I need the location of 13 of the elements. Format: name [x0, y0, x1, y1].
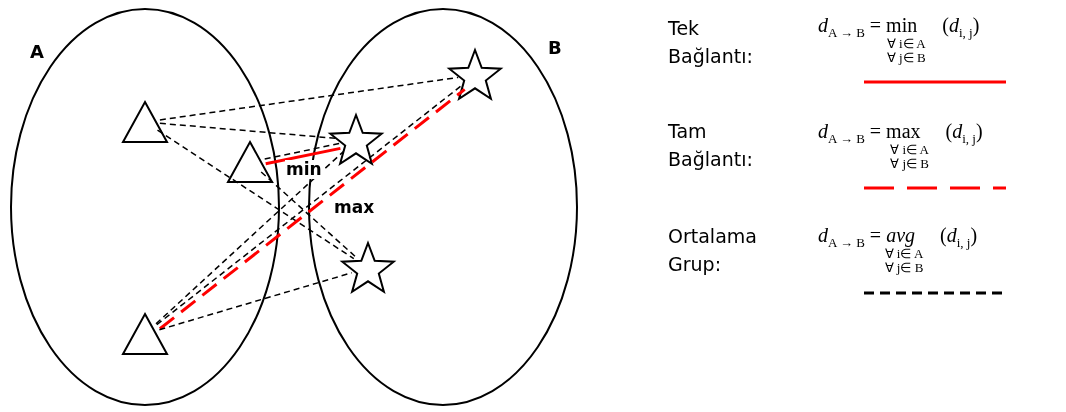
dashed-line — [155, 150, 345, 325]
legend-text: Ortalama Grup: — [668, 224, 758, 277]
dashed-line — [263, 142, 341, 160]
edge-label: min — [285, 160, 323, 179]
dashed-line — [156, 129, 355, 260]
group-label: B — [548, 38, 562, 58]
dashed-line — [260, 171, 357, 258]
dashed-line — [159, 76, 459, 121]
dashed-line — [158, 272, 353, 331]
group-label: A — [30, 42, 44, 62]
legend-text: Tek Bağlantı: — [668, 16, 754, 69]
legend-text: Tam Bağlantı: — [668, 119, 754, 172]
solid-line — [265, 146, 341, 166]
